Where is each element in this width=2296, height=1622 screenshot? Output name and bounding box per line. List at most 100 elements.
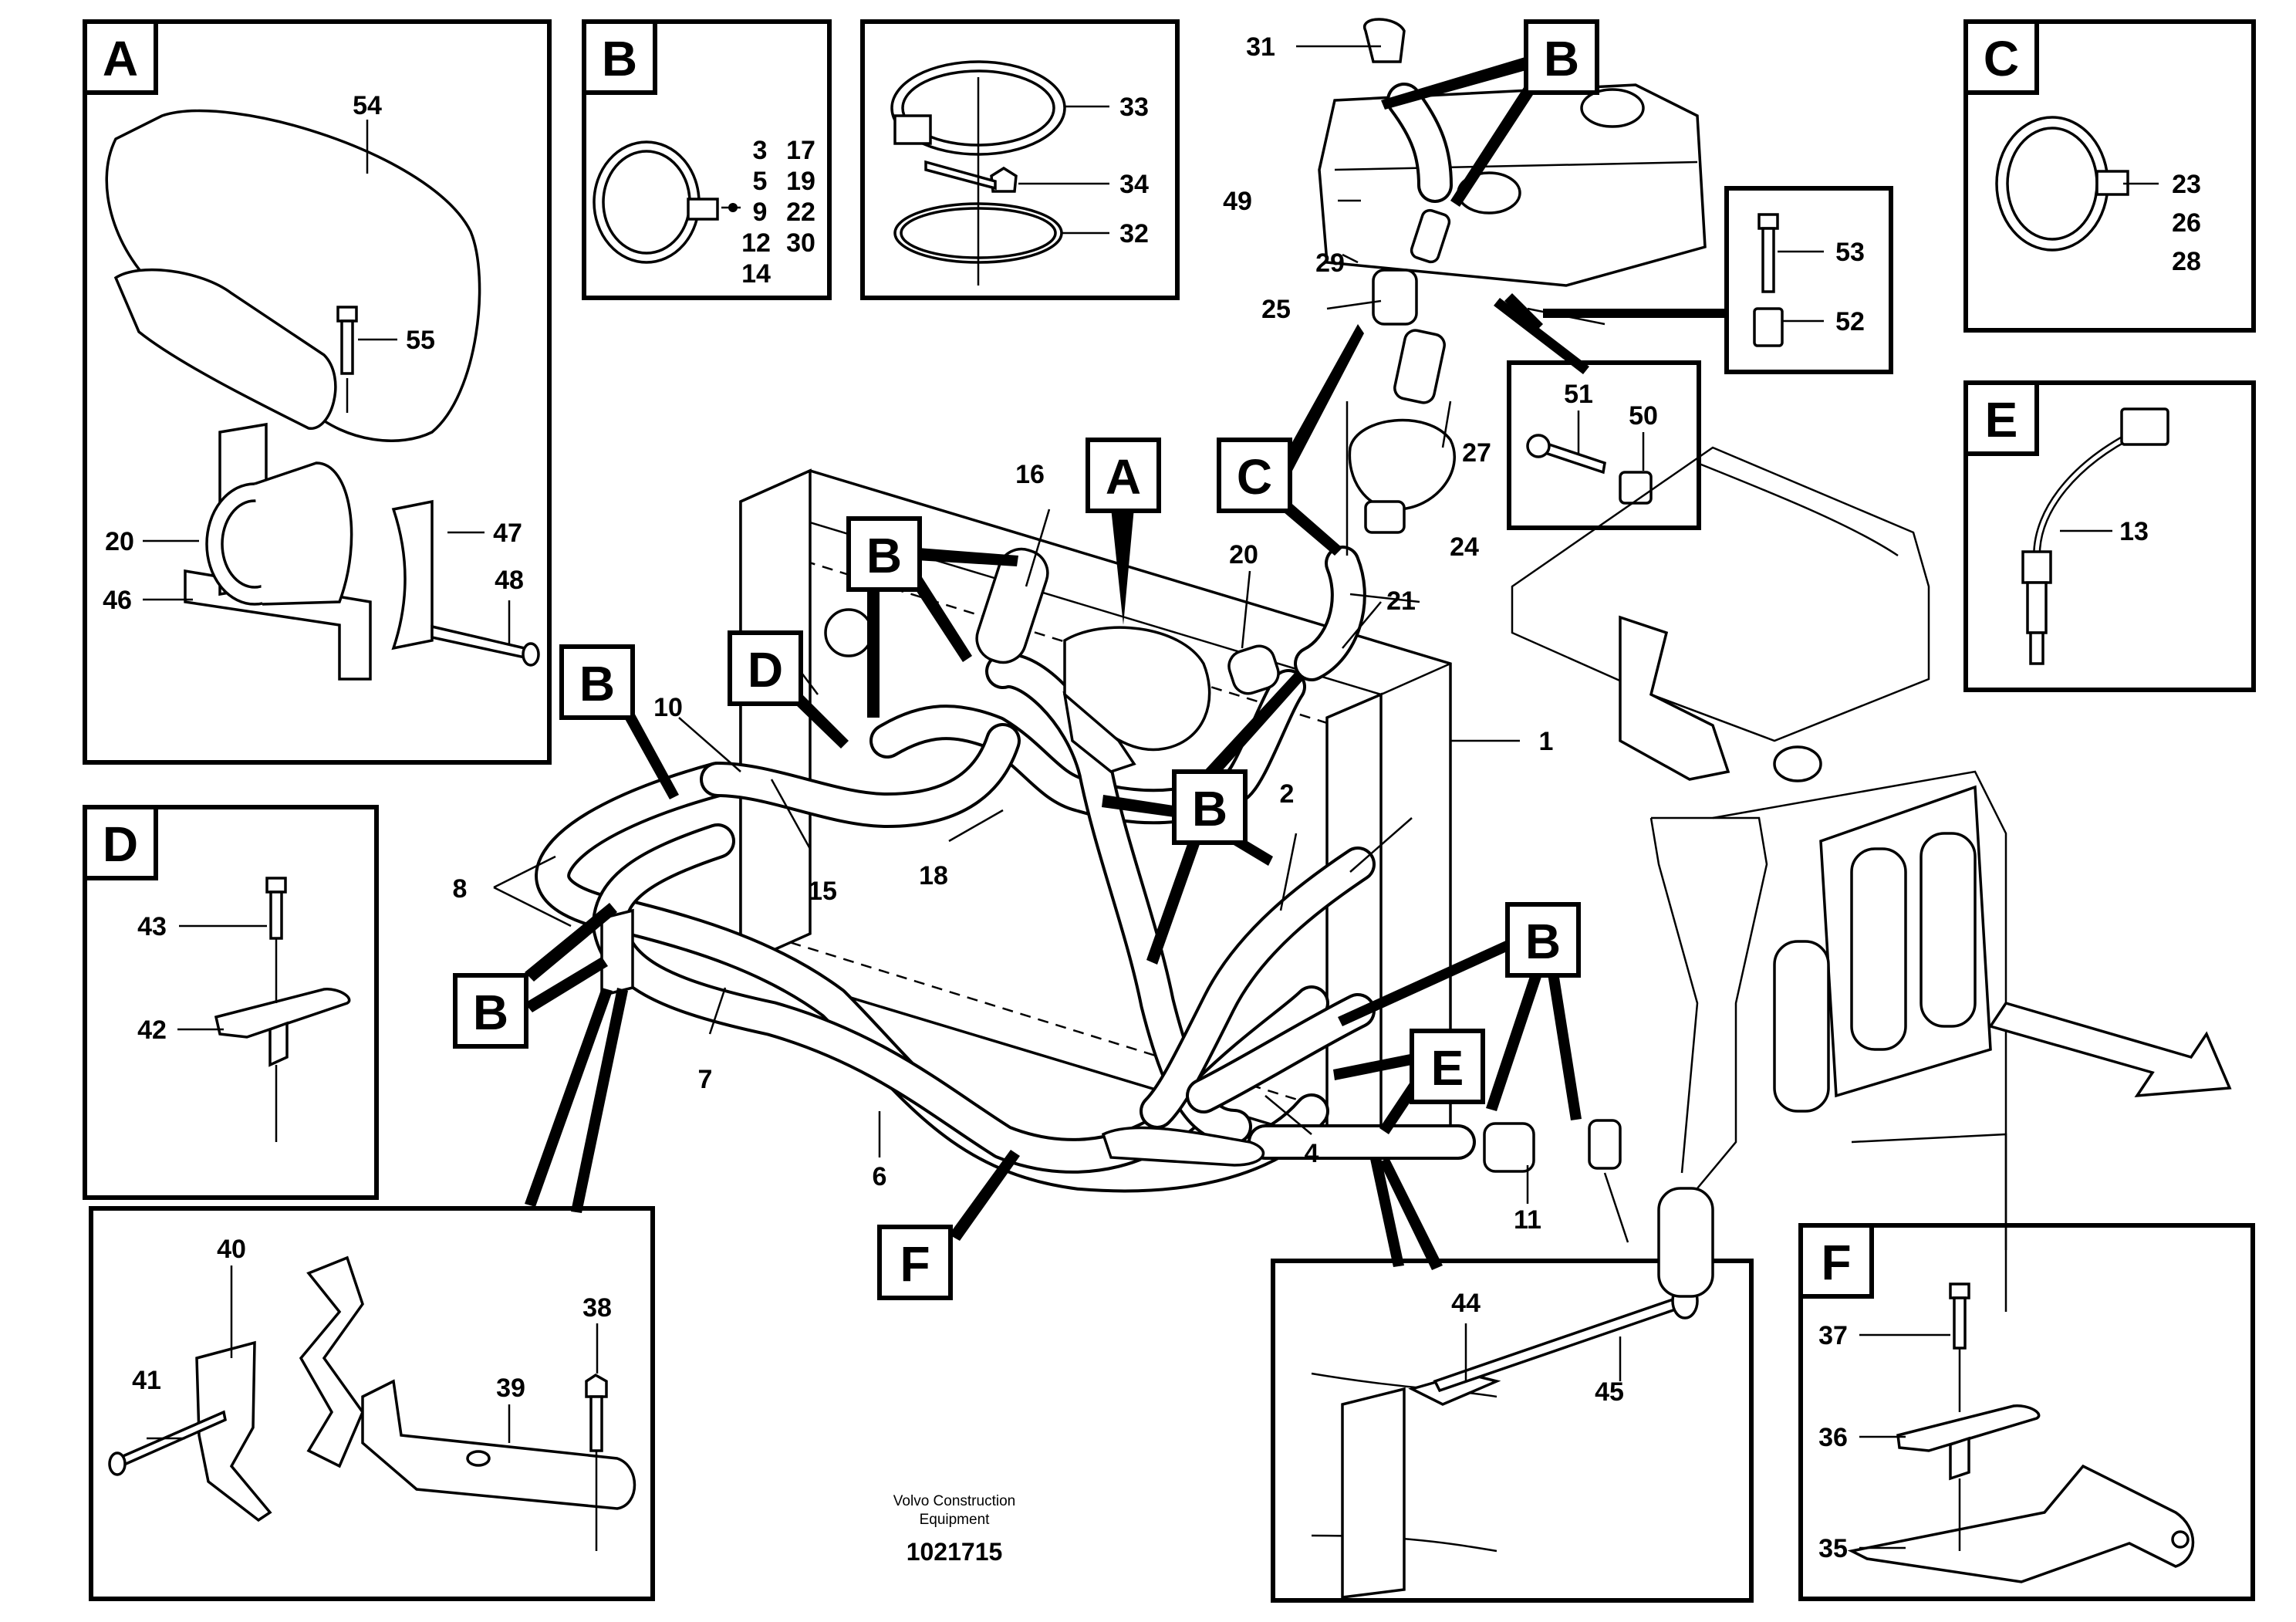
clamp-bracket-8 (600, 908, 634, 998)
callout-47: 47 (493, 519, 522, 548)
sleeve-part-25 (1372, 269, 1418, 326)
bracket-part-35 (1847, 1464, 2195, 1583)
callout-27: 27 (1462, 438, 1491, 468)
drawing-footer: Volvo Construction Equipment 1021715 (893, 1493, 1015, 1566)
callout-20-main: 20 (1229, 540, 1258, 569)
svg-text:D: D (748, 642, 783, 698)
clamp-part-20 (1227, 644, 1280, 695)
detail-panel-bolt-53: 53 52 (1724, 186, 1893, 374)
callout-24: 24 (1450, 532, 1479, 562)
callout-19: 19 (786, 167, 815, 196)
hose-part-29 (1410, 208, 1451, 264)
svg-text:F: F (900, 1236, 930, 1292)
callout-16: 16 (1015, 460, 1045, 489)
bracket-part-39 (361, 1379, 636, 1510)
callout-29: 29 (1315, 248, 1345, 278)
panel-f-letter: F (1821, 1235, 1851, 1290)
bolt-part-37-head (1949, 1282, 1970, 1299)
ref-box-b-top: B (1381, 19, 1599, 207)
callout-7: 7 (698, 1065, 713, 1094)
ref-box-b-right: B (1338, 902, 1582, 1120)
ref-box-e-main: E (1333, 1029, 1485, 1134)
hose-routing (535, 83, 1476, 1193)
thermostat-housing-part-24 (1348, 418, 1456, 511)
ref-box-b-center: B (1102, 671, 1304, 965)
svg-text:C: C (1237, 449, 1272, 505)
bracket-part-f (1101, 1126, 1265, 1167)
detail-panel-bolt-51: 51 50 (1507, 360, 1701, 530)
callout-42: 42 (137, 1015, 167, 1045)
callout-23: 23 (2172, 170, 2201, 199)
radiator-filler-cap (824, 608, 873, 657)
detail-panel-a: A 54 55 20 46 47 48 (83, 19, 552, 765)
bolt-part-38-head (585, 1373, 608, 1398)
bolt-part-43-head (265, 877, 287, 894)
callout-55: 55 (406, 326, 435, 355)
brand-line-1: Volvo Construction (893, 1493, 1015, 1509)
callout-54: 54 (353, 91, 382, 120)
callout-21: 21 (1386, 586, 1416, 616)
hose-part-16 (975, 547, 1049, 664)
bolt-part-38 (589, 1395, 603, 1452)
bolt-part-53-head (1757, 213, 1779, 230)
svg-text:E: E (1431, 1040, 1464, 1096)
drawing-number: 1021715 (907, 1538, 1003, 1566)
callout-20-a: 20 (105, 527, 134, 556)
callout-2: 2 (1280, 779, 1295, 809)
flow-direction-arrow (1988, 1001, 2232, 1098)
callout-4: 4 (1305, 1139, 1319, 1168)
detail-panel-f: F 37 36 35 (1798, 1223, 2255, 1601)
bolt-55-shank (340, 319, 354, 375)
svg-text:B: B (1544, 31, 1579, 86)
ref-box-c-main: C (1217, 324, 1364, 556)
callout-32: 32 (1119, 219, 1149, 248)
callout-30: 30 (786, 228, 815, 258)
detail-panel-e: E 13 (1963, 380, 2256, 692)
svg-text:B: B (1525, 914, 1561, 969)
callout-8: 8 (453, 874, 468, 904)
callout-39: 39 (496, 1374, 525, 1403)
ref-box-b-lower-left: B (453, 903, 617, 1049)
callout-5: 5 (753, 167, 768, 196)
connector-plug (2120, 407, 2169, 446)
detail-panel-ring-clamp: 33 34 32 (860, 19, 1180, 300)
radiator-right-tank (1325, 692, 1383, 1160)
engine-block (1511, 446, 1930, 742)
filter-canister-2 (1850, 847, 1907, 1051)
panel-a-letter: A (103, 31, 138, 86)
callout-10: 10 (653, 693, 683, 722)
callout-36: 36 (1818, 1423, 1848, 1452)
callout-50: 50 (1629, 401, 1658, 431)
spacer-part-52 (1753, 307, 1784, 347)
callout-1: 1 (1539, 727, 1554, 756)
detail-panel-b-clamps: B 3 17 5 19 9 22 12 30 14 (582, 19, 832, 300)
bolt-part-53 (1761, 227, 1775, 293)
callout-37: 37 (1818, 1321, 1848, 1350)
callout-9: 9 (753, 198, 768, 227)
connector-part-11 (1483, 1122, 1535, 1173)
ref-box-d-main: D (728, 630, 849, 748)
callout-26: 26 (2172, 208, 2201, 238)
callout-3: 3 (753, 136, 768, 165)
callout-46: 46 (103, 586, 132, 615)
panel-b-letter: B (602, 31, 637, 86)
clamp-part-47 (391, 499, 434, 650)
callout-52: 52 (1835, 307, 1865, 336)
detail-panel-d: D 43 42 (83, 805, 379, 1200)
cover-part-54 (105, 109, 481, 442)
callout-35: 35 (1818, 1534, 1848, 1563)
cap-part-31 (1362, 18, 1406, 63)
callout-40: 40 (217, 1235, 246, 1264)
callout-43: 43 (137, 912, 167, 941)
detail-panel-bolt-45: 44 45 (1271, 1259, 1754, 1603)
ref-box-f-main: F (877, 1150, 1020, 1300)
callout-33: 33 (1119, 93, 1149, 122)
panel-c-letter: C (1984, 31, 2019, 86)
callout-25: 25 (1261, 295, 1291, 324)
callout-38: 38 (582, 1293, 612, 1323)
plate-part-40 (195, 1340, 272, 1522)
bracket-part-upper (299, 1255, 364, 1468)
spacer-part-50 (1619, 471, 1653, 505)
sensor-part-13 (2021, 550, 2052, 584)
callout-13: 13 (2119, 517, 2149, 546)
